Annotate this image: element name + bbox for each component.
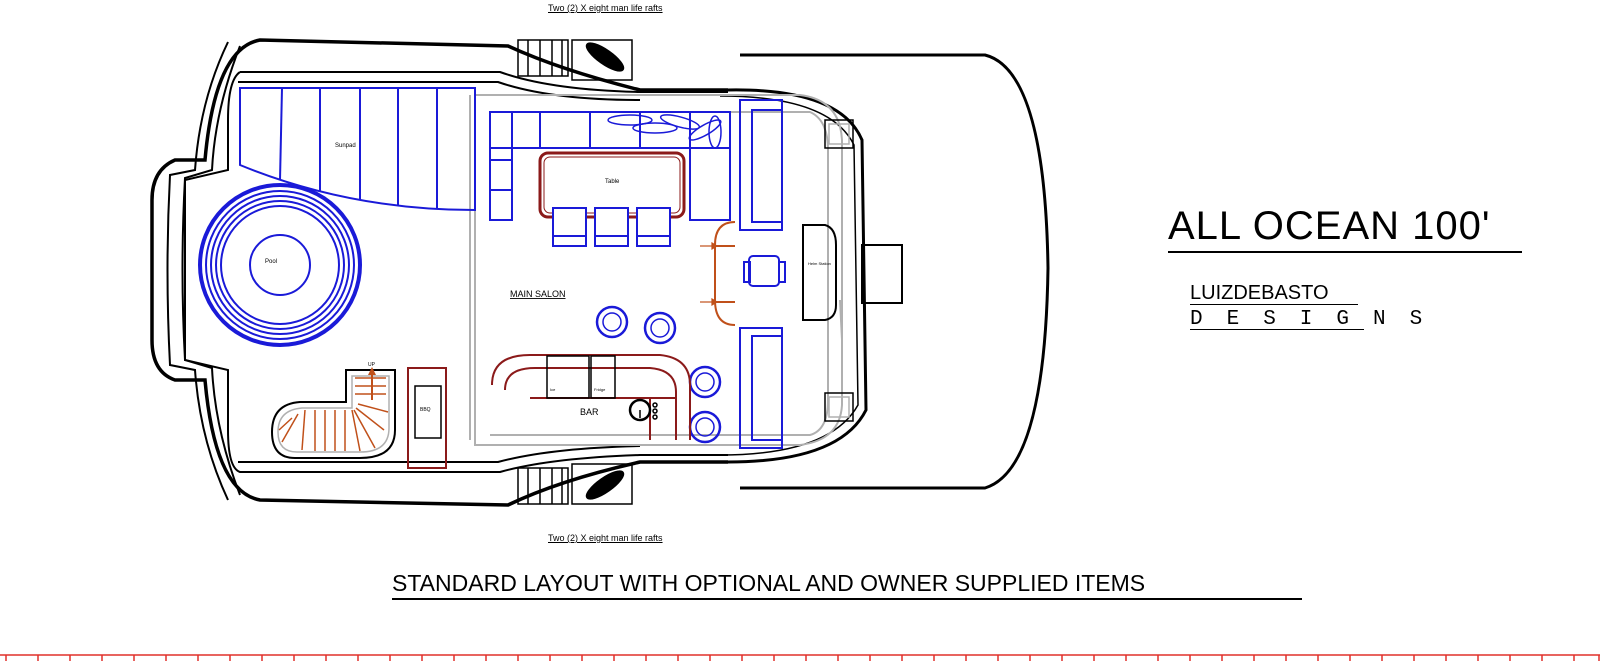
helm-chair [743,255,786,287]
brand-name: LUIZDEBASTO [1190,282,1329,304]
sunpad-label: Sunpad [335,143,356,149]
bbq-unit [407,367,447,469]
ice-label: Ice [550,387,556,392]
pool [198,183,362,347]
sunpad [239,87,476,212]
bar-appliances [546,355,616,399]
helm-arrows-icon [700,241,719,307]
table-label: Table [605,179,620,185]
brand-underline [1190,304,1358,305]
helm-station [802,224,903,321]
up-label: UP [368,362,376,368]
dining-chairs [552,207,671,247]
sofa-top [489,99,783,231]
raft-note-top: Two (2) X eight man life rafts [548,3,663,13]
sink-icon [628,398,658,422]
deck-hatches [824,119,854,422]
designs-underline [1190,329,1364,330]
interior-walls [469,94,843,446]
caption-underline [392,598,1302,600]
raft-note-bottom: Two (2) X eight man life rafts [548,533,663,543]
pool-label: Pool [265,259,277,265]
layout-caption: STANDARD LAYOUT WITH OPTIONAL AND OWNER … [392,570,1146,596]
brand-designs: DESIGNS [1190,308,1447,331]
fridge-label: Fridge [594,387,606,392]
bbq-label: BBQ [420,407,431,413]
main-salon-label: MAIN SALON [510,289,566,299]
helm-label: Helm Station [808,261,831,266]
sofa-bottom [739,327,783,449]
bar-label: BAR [580,407,599,417]
title-underline [1168,251,1522,253]
life-raft-top [517,39,633,81]
drawing-title: ALL OCEAN 100' [1168,204,1491,248]
life-raft-bottom [517,463,633,505]
scale-ruler [0,654,1600,661]
plant-decor-icon [607,114,722,149]
helm-console [714,221,736,326]
spiral-stair [270,367,396,459]
